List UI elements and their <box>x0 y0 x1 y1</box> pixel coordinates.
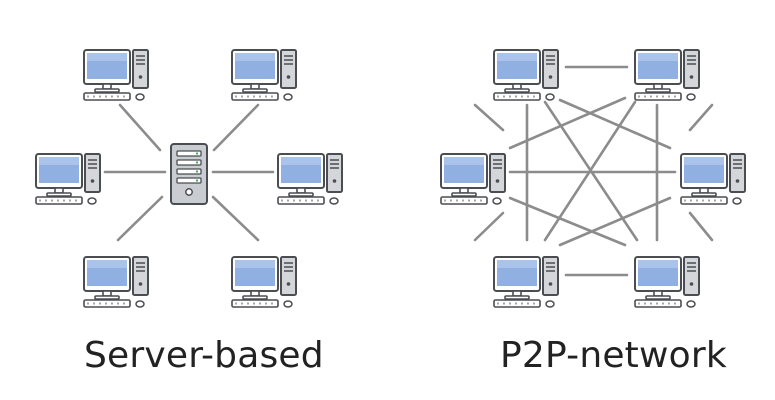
desktop-computer-icon <box>83 49 149 101</box>
desktop-computer-icon <box>680 153 746 205</box>
desktop-computer-icon <box>634 256 700 308</box>
desktop-computer-icon <box>277 153 343 205</box>
mesh-link <box>558 98 672 150</box>
p2p-network-label: P2P-network <box>500 335 727 376</box>
mesh-link <box>508 96 627 150</box>
desktop-computer-icon <box>83 256 149 308</box>
server-icon <box>170 143 208 205</box>
desktop-computer-icon <box>231 49 297 101</box>
p2p-connections <box>473 65 714 277</box>
star-link <box>116 195 164 242</box>
star-link <box>212 103 260 152</box>
mesh-link <box>558 196 672 247</box>
star-link <box>118 103 162 152</box>
mesh-link <box>473 211 505 242</box>
mesh-link <box>473 103 505 132</box>
mesh-link <box>688 211 714 242</box>
star-link <box>211 195 260 242</box>
mesh-link <box>508 196 627 247</box>
desktop-computer-icon <box>493 256 559 308</box>
desktop-computer-icon <box>440 153 506 205</box>
mesh-link <box>688 103 714 132</box>
server-based-connections <box>103 103 275 242</box>
desktop-computer-icon <box>231 256 297 308</box>
desktop-computer-icon <box>493 49 559 101</box>
server-based-label: Server-based <box>84 335 324 376</box>
desktop-computer-icon <box>35 153 101 205</box>
network-nodes <box>35 49 746 308</box>
desktop-computer-icon <box>634 49 700 101</box>
